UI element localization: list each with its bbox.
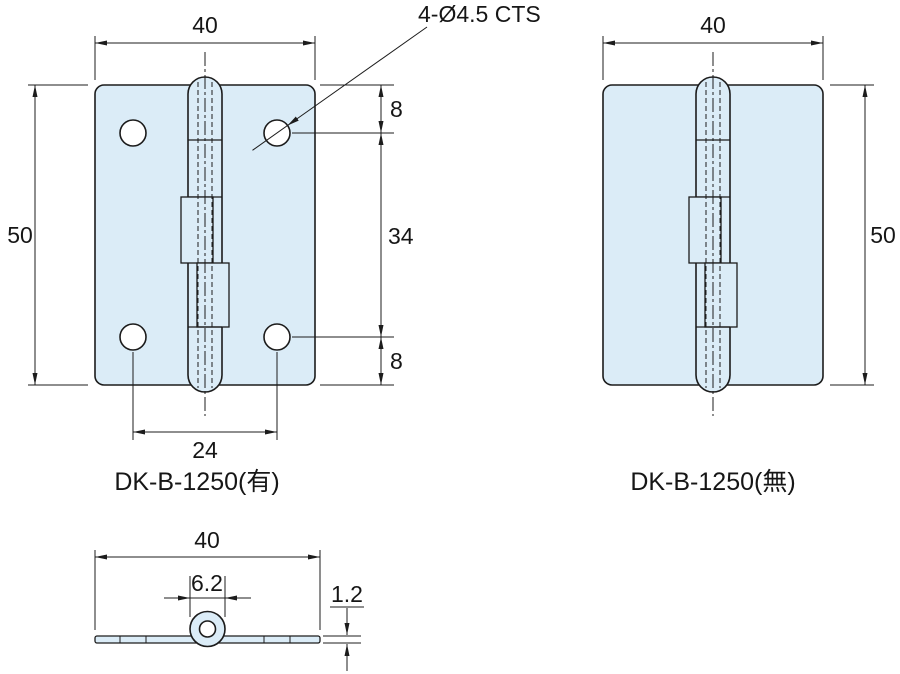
part-label-without-holes: DK-B-1250(無) bbox=[630, 468, 795, 496]
dim-section-width: 40 bbox=[94, 527, 321, 630]
dim-left-width: 40 bbox=[94, 12, 316, 80]
leader-line bbox=[252, 125, 288, 151]
dim-value-height: 50 bbox=[870, 222, 896, 248]
dim-section-barrel: 6.2 bbox=[164, 570, 251, 617]
part-label-with-holes: DK-B-1250(有) bbox=[114, 468, 279, 496]
knuckle-segment bbox=[688, 196, 722, 264]
dim-right-height: 50 bbox=[830, 84, 896, 386]
dim-right-width: 40 bbox=[602, 12, 824, 80]
dim-left-hole-pitch: 24 bbox=[132, 352, 278, 463]
dim-value-width: 40 bbox=[192, 12, 218, 38]
front-view-with-holes bbox=[94, 52, 316, 416]
callout-text: 4-Ø4.5 CTS bbox=[418, 1, 541, 27]
dim-value-height: 50 bbox=[7, 222, 33, 248]
dim-left-height: 50 bbox=[7, 84, 88, 386]
knuckle-segment bbox=[196, 262, 230, 328]
dim-value-barrel: 6.2 bbox=[191, 570, 223, 596]
dim-section-thickness: 1.2 bbox=[323, 581, 364, 671]
screw-hole bbox=[263, 323, 291, 351]
screw-hole bbox=[119, 119, 147, 147]
pin-hole bbox=[198, 620, 217, 638]
hole-callout: 4-Ø4.5 CTS bbox=[252, 1, 541, 151]
knuckle-segment bbox=[704, 262, 738, 328]
section-view bbox=[94, 610, 321, 648]
front-view-without-holes bbox=[602, 52, 824, 416]
screw-hole bbox=[119, 323, 147, 351]
dim-value-thickness: 1.2 bbox=[331, 581, 363, 607]
dim-value-top-offset: 8 bbox=[390, 96, 403, 122]
knuckle-segment bbox=[180, 196, 214, 264]
dim-value-width: 40 bbox=[194, 527, 220, 553]
dim-left-hole-offsets: 8 34 8 bbox=[292, 84, 414, 386]
leader-line bbox=[287, 26, 428, 126]
dim-value-width: 40 bbox=[700, 12, 726, 38]
dim-value-hole-pitch: 24 bbox=[192, 437, 218, 463]
dim-value-hole-span: 34 bbox=[388, 223, 414, 249]
dim-value-bottom-offset: 8 bbox=[390, 348, 403, 374]
